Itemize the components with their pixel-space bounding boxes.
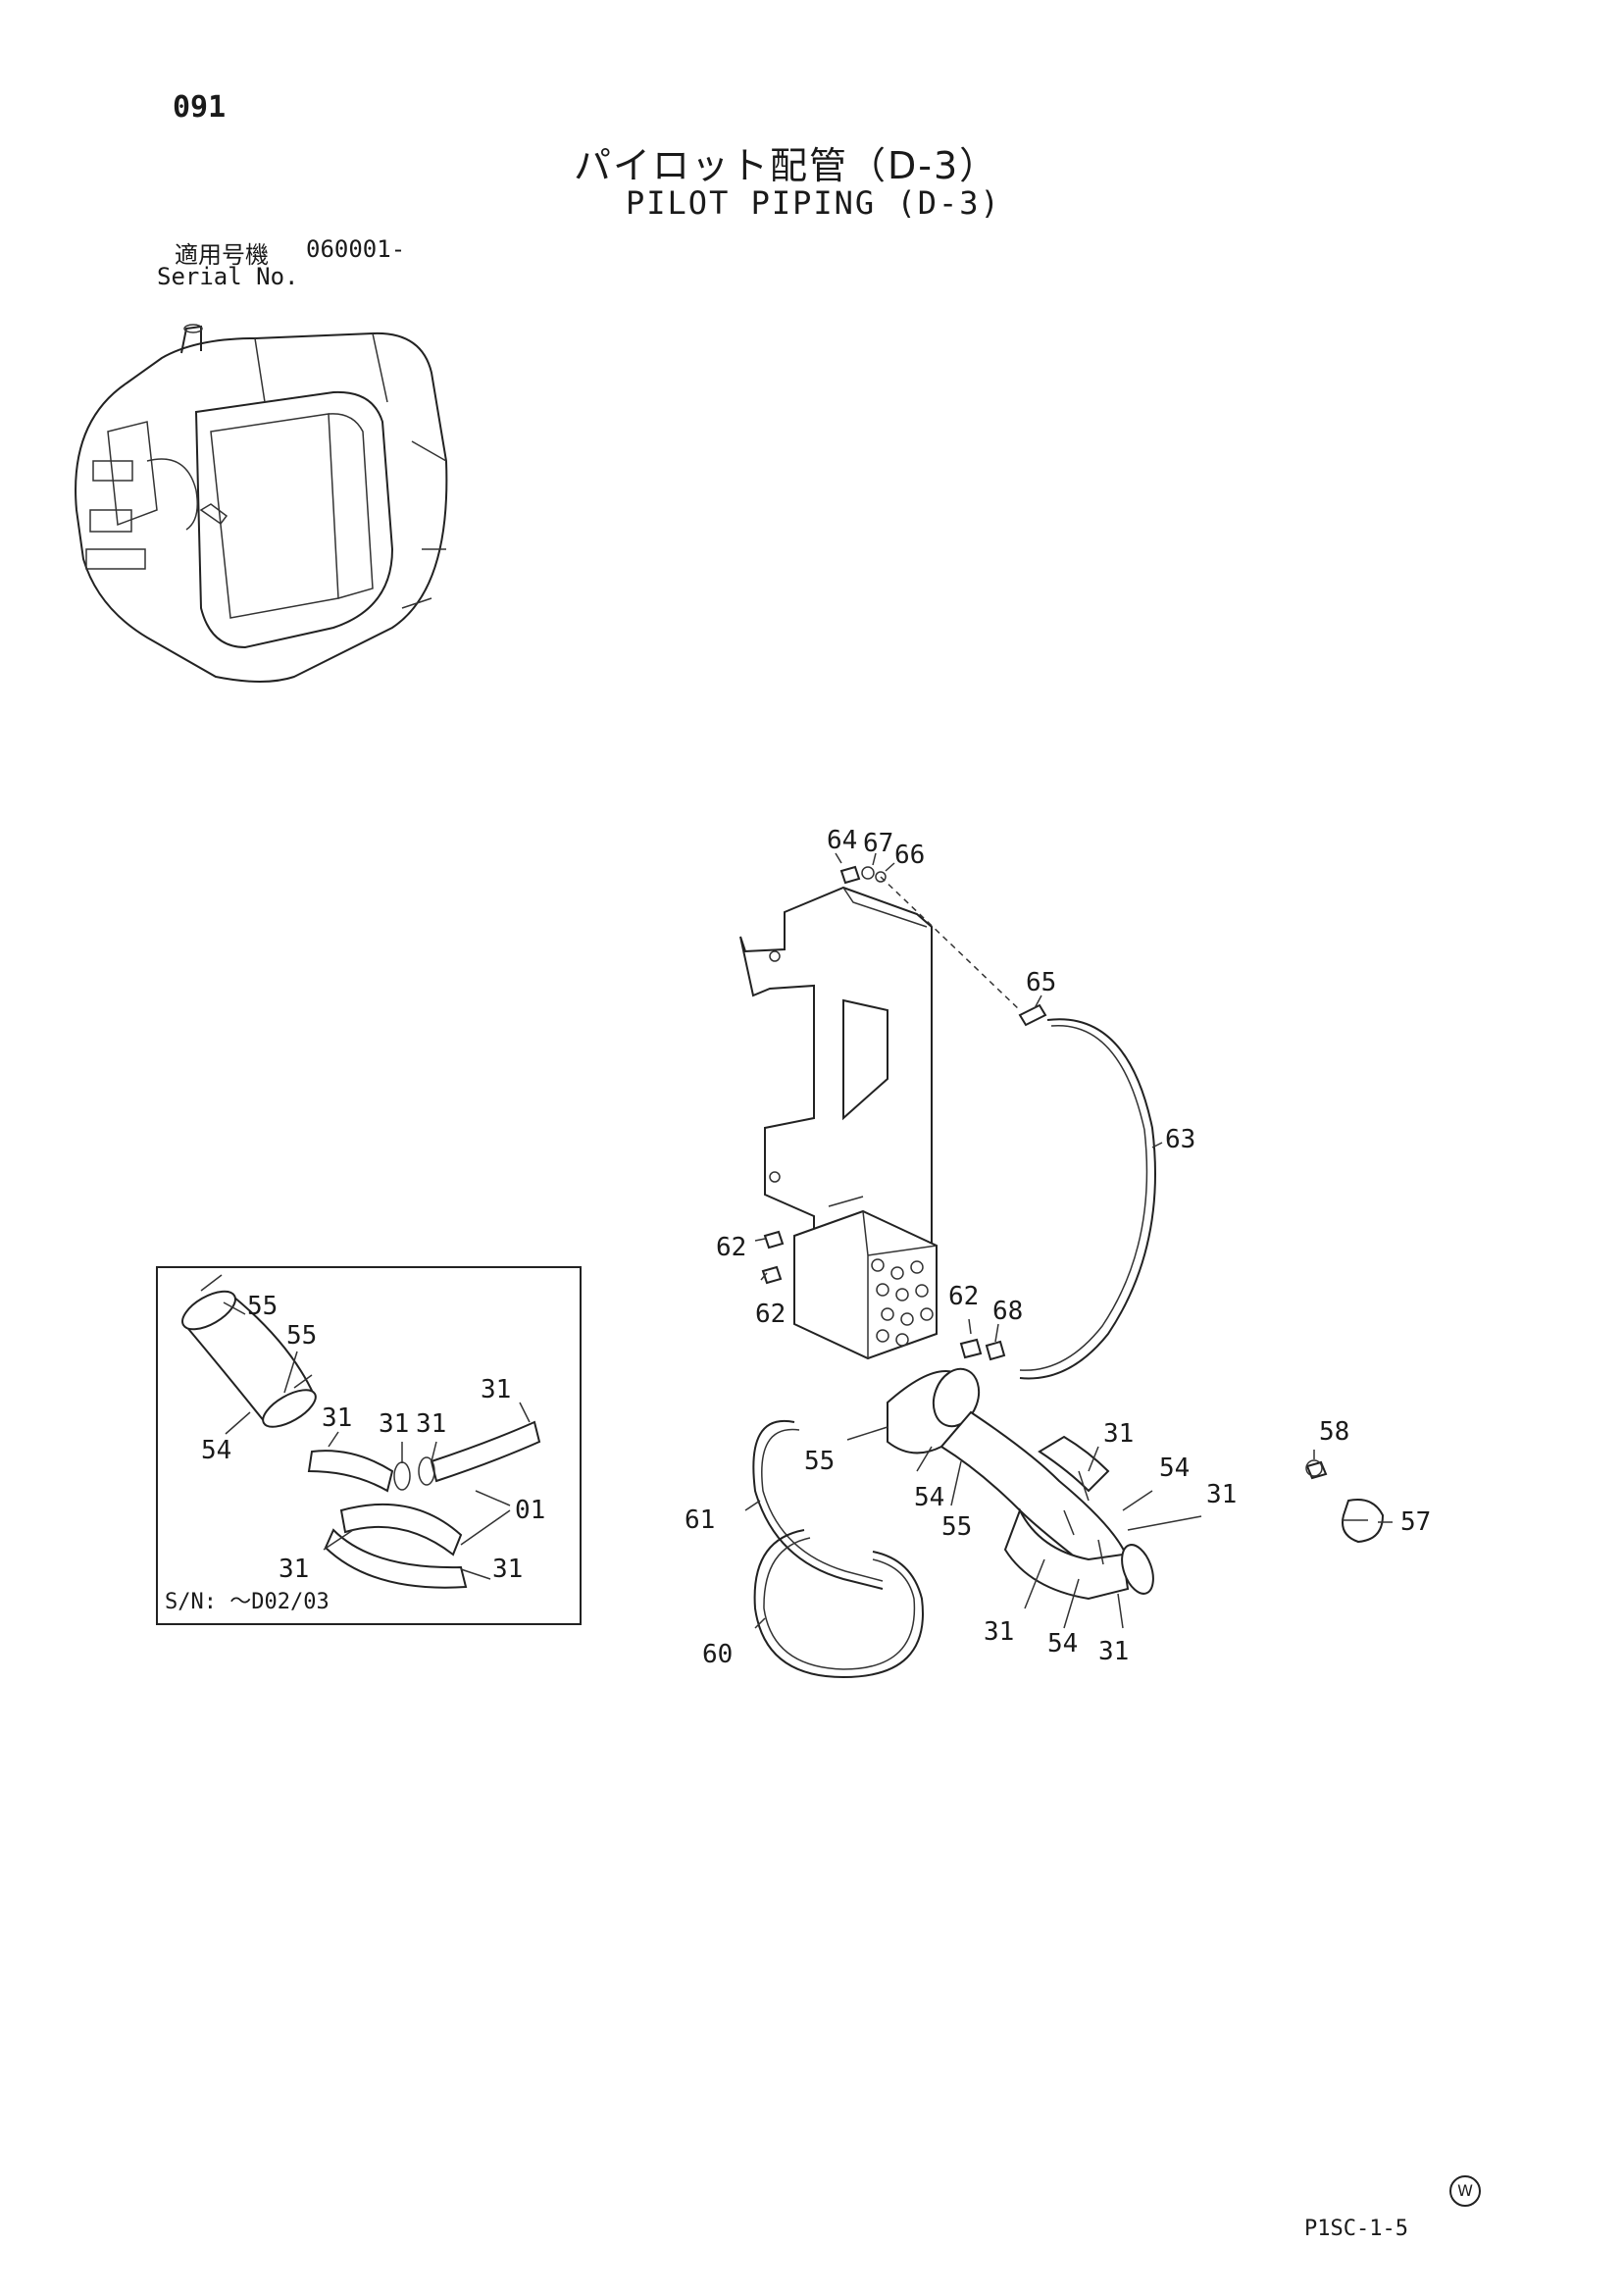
callout: 61: [685, 1505, 715, 1535]
inset-callout: 31: [322, 1403, 352, 1433]
inset-callout: 55: [247, 1292, 278, 1321]
callout: 57: [1400, 1507, 1431, 1537]
inset-box: [156, 1266, 582, 1625]
inset-callout: 31: [416, 1409, 446, 1439]
callout: 58: [1319, 1417, 1349, 1447]
serial-label-english: Serial No.: [157, 263, 299, 290]
callout: 54: [914, 1483, 944, 1512]
page-title-english: PILOT PIPING (D-3): [626, 184, 1001, 222]
w-mark-icon: W: [1449, 2175, 1481, 2207]
callout: 65: [1026, 968, 1056, 997]
callout: 62: [948, 1282, 979, 1311]
inset-callout: 01: [515, 1496, 545, 1525]
callout: 62: [716, 1233, 746, 1262]
callout: 54: [1159, 1454, 1190, 1483]
inset-callout: 31: [492, 1555, 523, 1584]
inset-serial-note: S/N: ～D02/03: [165, 1590, 330, 1614]
page-code: P1SC-1-5: [1304, 2217, 1408, 2241]
main-assembly: [739, 852, 1393, 1679]
inset-callout: 31: [379, 1409, 409, 1439]
callout: 68: [992, 1297, 1023, 1326]
serial-label-japanese: 適用号機: [175, 241, 269, 269]
callout: 63: [1165, 1125, 1195, 1154]
inset-callouts: 55 55 54 31 31 31 31 01 31 31 S/N: ～D02/…: [165, 1292, 545, 1614]
page-number: 091: [173, 90, 227, 125]
callout: 31: [1103, 1419, 1134, 1449]
inset-callout: 54: [201, 1436, 231, 1465]
callout: 55: [941, 1512, 972, 1542]
callout: 64: [827, 826, 857, 855]
callout: 31: [1206, 1480, 1237, 1509]
callout: 55: [804, 1447, 835, 1476]
callout: 60: [702, 1640, 733, 1669]
page-title-japanese: パイロット配管（D-3）: [574, 144, 999, 187]
inset-callout: 31: [481, 1375, 511, 1404]
callout: 67: [863, 829, 893, 858]
main-callouts: 64 67 66 65 63 62 62 62 68 55 54 55 61 6…: [685, 826, 1431, 1669]
serial-range: 060001-: [306, 235, 406, 263]
cab-overview-illustration: [75, 324, 448, 683]
inset-callout: 31: [279, 1555, 309, 1584]
callout: 31: [1098, 1637, 1129, 1666]
callout: 54: [1047, 1629, 1078, 1658]
callout: 66: [894, 841, 925, 870]
callout: 62: [755, 1300, 786, 1329]
callout: 31: [984, 1617, 1014, 1647]
inset-callout: 55: [286, 1321, 317, 1351]
